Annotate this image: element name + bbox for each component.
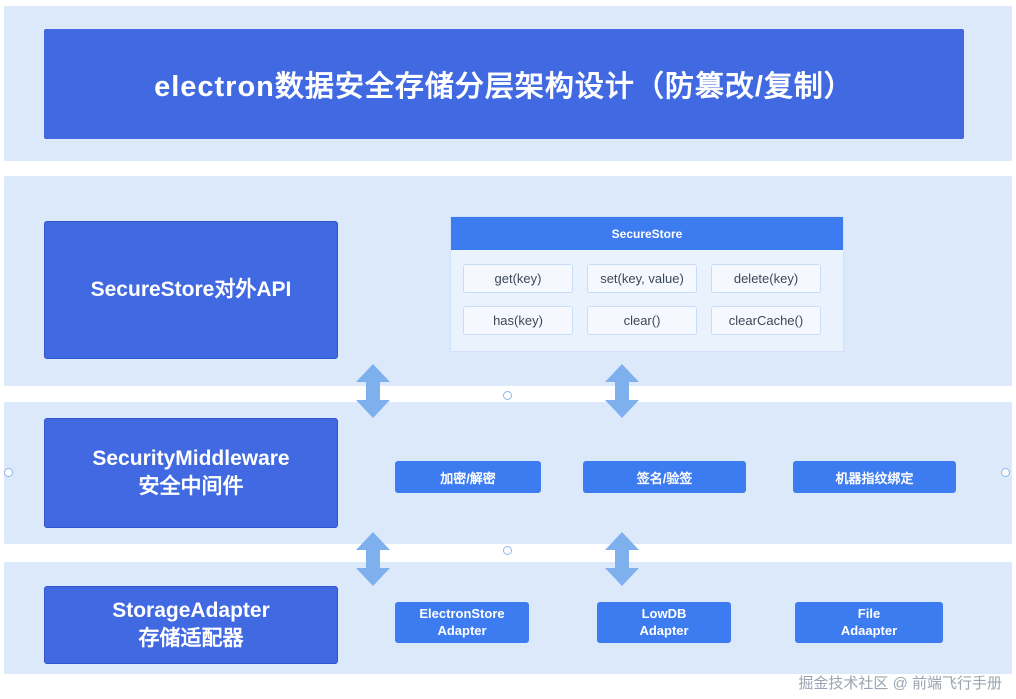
adapter-lowdb-line2: Adapter [639,622,689,638]
api-method-get[interactable]: get(key) [463,264,573,293]
middleware-item-encrypt-decrypt[interactable]: 加密/解密 [395,461,541,493]
adapter-file-line1: File [857,606,881,622]
api-method-clearcache[interactable]: clearCache() [711,306,821,335]
securestore-method-grid: get(key) set(key, value) delete(key) has… [451,250,843,335]
layer-label-middleware-line1: SecurityMiddleware [92,446,290,470]
api-method-set[interactable]: set(key, value) [587,264,697,293]
adapter-file[interactable]: File Adaapter [795,602,943,643]
adapter-electron-store-line2: Adapter [437,622,487,638]
adapter-lowdb-text: LowDB Adapter [639,606,688,639]
adapter-electron-store-text: ElectronStore Adapter [419,606,504,639]
double-arrow-icon-middleware-to-storage-left [356,532,390,586]
layer-label-api-text: SecureStore对外API [90,277,292,301]
double-arrow-icon-api-to-middleware-right [605,364,639,418]
adapter-electron-store-line1: ElectronStore [419,606,505,622]
connector-dot-upper-center [503,391,512,400]
layer-label-storage: StorageAdapter 存储适配器 [44,586,338,664]
layer-label-middleware: SecurityMiddleware 安全中间件 [44,418,338,528]
watermark: 掘金技术社区 @ 前端飞行手册 [798,675,1002,692]
adapter-lowdb[interactable]: LowDB Adapter [597,602,731,643]
layer-label-storage-line2: 存储适配器 [138,627,244,650]
adapter-file-text: File Adaapter [841,606,897,639]
layer-label-storage-text: StorageAdapter 存储适配器 [112,597,270,654]
connector-dot-lower-center [503,546,512,555]
connector-dot-right [1001,468,1010,477]
middleware-item-machine-fingerprint[interactable]: 机器指纹绑定 [793,461,956,493]
middleware-item-sign-verify[interactable]: 签名/验签 [583,461,746,493]
api-method-clear[interactable]: clear() [587,306,697,335]
layer-label-storage-line1: StorageAdapter [112,598,270,622]
layer-label-middleware-text: SecurityMiddleware 安全中间件 [92,445,289,502]
double-arrow-icon-middleware-to-storage-right [605,532,639,586]
layer-label-api: SecureStore对外API [44,221,338,359]
adapter-electron-store[interactable]: ElectronStore Adapter [395,602,529,643]
securestore-api-panel: SecureStore get(key) set(key, value) del… [450,216,844,352]
diagram-title: electron数据安全存储分层架构设计（防篡改/复制） [44,29,964,139]
layer-label-middleware-line2: 安全中间件 [138,475,244,498]
connector-dot-left [4,468,13,477]
adapter-file-line2: Adaapter [840,622,898,638]
api-method-has[interactable]: has(key) [463,306,573,335]
api-method-delete[interactable]: delete(key) [711,264,821,293]
securestore-panel-header: SecureStore [451,217,843,250]
double-arrow-icon-api-to-middleware-left [356,364,390,418]
adapter-lowdb-line1: LowDB [641,606,687,622]
